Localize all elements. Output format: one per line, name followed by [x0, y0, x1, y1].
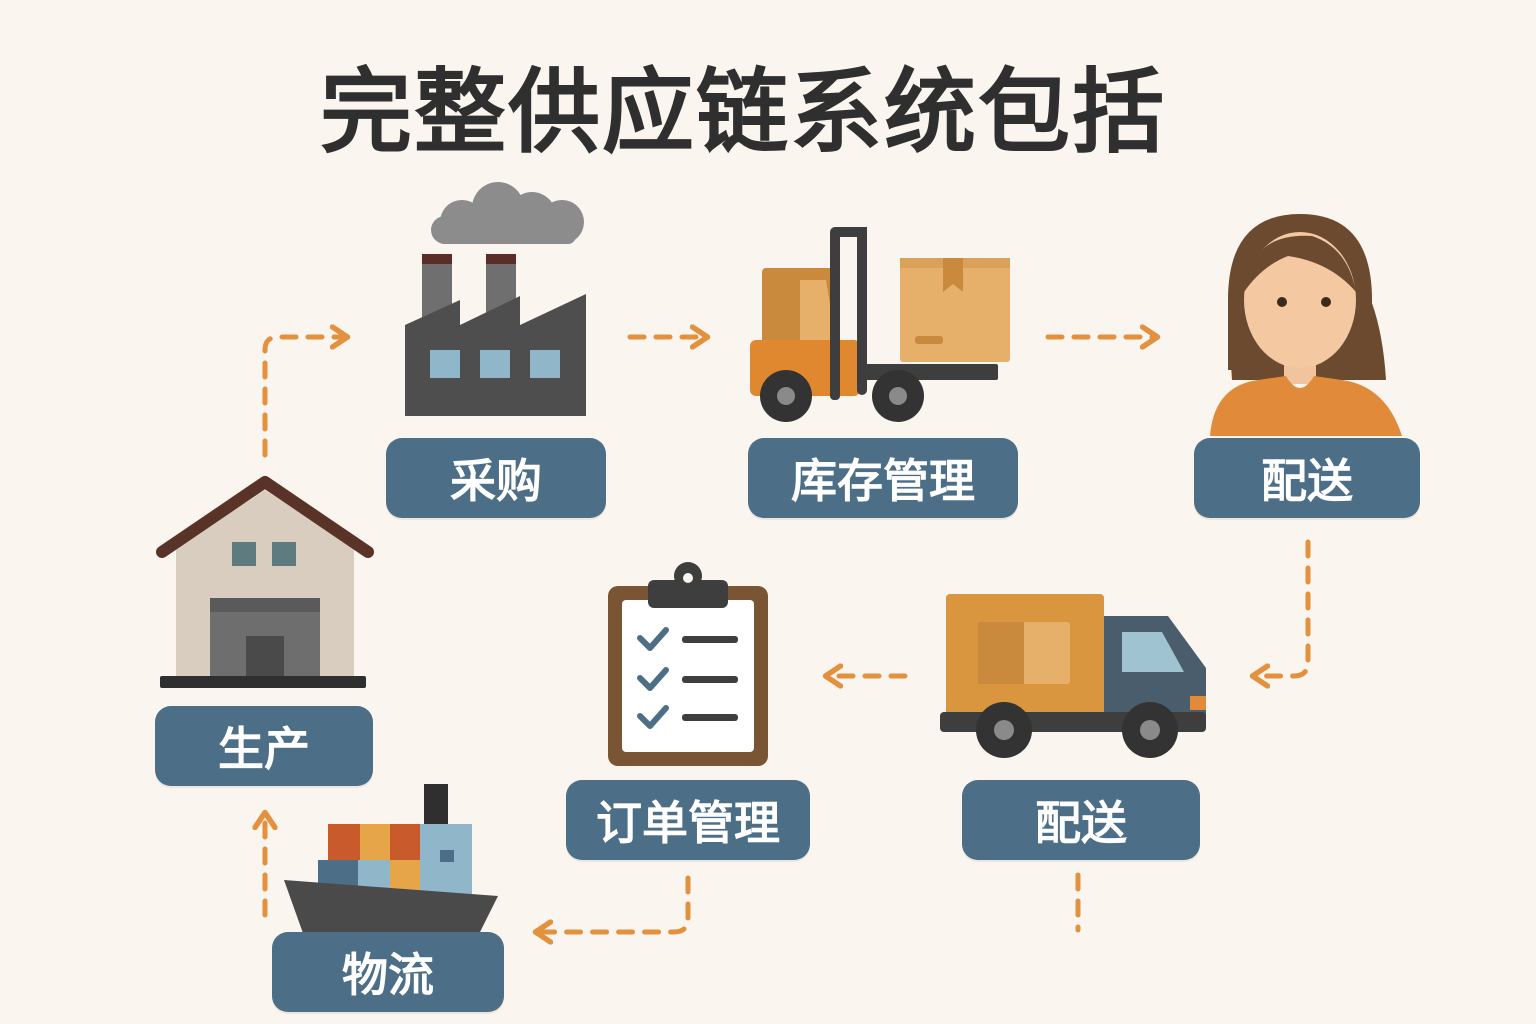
arrow-order-to-logistics — [538, 875, 691, 932]
flow-arrows — [262, 337, 1311, 932]
clipboard-checklist-icon — [608, 562, 768, 766]
node-label-inventory: 库存管理 — [748, 438, 1018, 518]
node-label-logistics: 物流 — [272, 932, 504, 1012]
node-label-order: 订单管理 — [566, 780, 810, 860]
node-label-procurement: 采购 — [386, 438, 606, 518]
person-icon — [1210, 214, 1402, 436]
arrow-production-to-procurement — [262, 337, 345, 458]
factory-icon — [405, 182, 586, 416]
delivery-truck-icon — [940, 594, 1206, 758]
node-label-delivery-top: 配送 — [1194, 438, 1420, 518]
arrow-delivery-to-truck — [1255, 539, 1311, 676]
cargo-ship-icon — [284, 784, 498, 936]
warehouse-icon — [156, 476, 374, 688]
node-label-delivery-bottom: 配送 — [962, 780, 1200, 860]
forklift-icon — [750, 227, 1010, 422]
node-label-production: 生产 — [155, 706, 373, 786]
page-title: 完整供应链系统包括 — [319, 59, 1166, 166]
